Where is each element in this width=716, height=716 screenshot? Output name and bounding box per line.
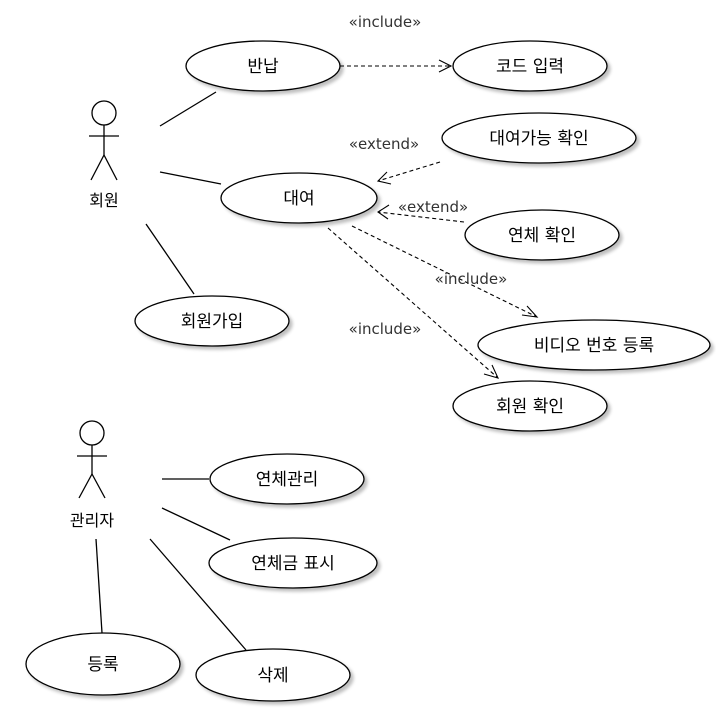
usecase-register-label: 등록 [87,655,118,675]
arrowhead-overdue-icon [377,204,390,220]
arrowhead-video-icon [521,305,539,318]
usecase-member-join[interactable]: 회원가입 [134,295,290,347]
dep-overdue-rental [377,211,465,223]
assoc-admin-overdue-fee [161,507,231,541]
usecase-overdue-fee[interactable]: 연체금 표시 [208,537,378,589]
usecase-overdue-check-label: 연체 확인 [508,226,576,246]
stereotype-include-code: «include» [349,13,422,31]
usecase-register[interactable]: 등록 [25,632,181,696]
usecase-return[interactable]: 반납 [185,40,341,92]
usecase-delete[interactable]: 삭제 [195,648,351,702]
dep-rentalcheck-rental [377,161,441,182]
usecase-video-register-label: 비디오 번호 등록 [534,336,654,356]
usecase-member-check[interactable]: 회원 확인 [452,380,608,432]
assoc-member-join [145,223,195,295]
stereotype-extend-overdue: «extend» [398,198,468,216]
assoc-admin-delete [149,538,247,651]
usecase-video-register[interactable]: 비디오 번호 등록 [477,319,711,371]
actor-member-figure-icon [89,100,119,181]
arrowhead-rental-check-icon [376,171,392,185]
usecase-rental-check-label: 대여가능 확인 [489,129,588,149]
actor-admin: 관리자 [70,420,114,530]
usecase-member-join-label: 회원가입 [181,312,244,332]
assoc-member-return [159,91,217,127]
assoc-admin-register [95,538,103,634]
usecase-delete-label: 삭제 [257,666,288,686]
actor-admin-figure-icon [77,420,107,499]
stereotype-include-member: «include» [349,320,422,338]
usecase-rental-check[interactable]: 대여가능 확인 [441,112,637,164]
dep-rental-member [327,227,499,379]
stereotype-include-video: «include» [435,270,508,288]
usecase-member-check-label: 회원 확인 [496,397,564,417]
actor-member-label: 회원 [89,191,118,210]
actor-admin-label: 관리자 [70,511,114,530]
usecase-overdue-manage[interactable]: 연체관리 [209,453,365,505]
usecase-code-input-label: 코드 입력 [496,57,564,77]
usecase-overdue-manage-label: 연체관리 [256,470,319,490]
usecase-rental[interactable]: 대여 [220,172,378,224]
assoc-member-rental [159,171,222,185]
usecase-code-input[interactable]: 코드 입력 [452,40,608,92]
usecase-overdue-fee-label: 연체금 표시 [251,554,335,574]
dep-rental-video [351,225,538,318]
usecase-rental-label: 대여 [283,189,314,209]
actor-member: 회원 [89,100,119,210]
arrowhead-member-check-icon [483,364,500,379]
usecase-return-label: 반납 [247,57,279,77]
usecase-overdue-check[interactable]: 연체 확인 [464,209,620,261]
arrowhead-code-icon [438,59,453,73]
stereotype-extend-rental-check: «extend» [349,135,419,153]
